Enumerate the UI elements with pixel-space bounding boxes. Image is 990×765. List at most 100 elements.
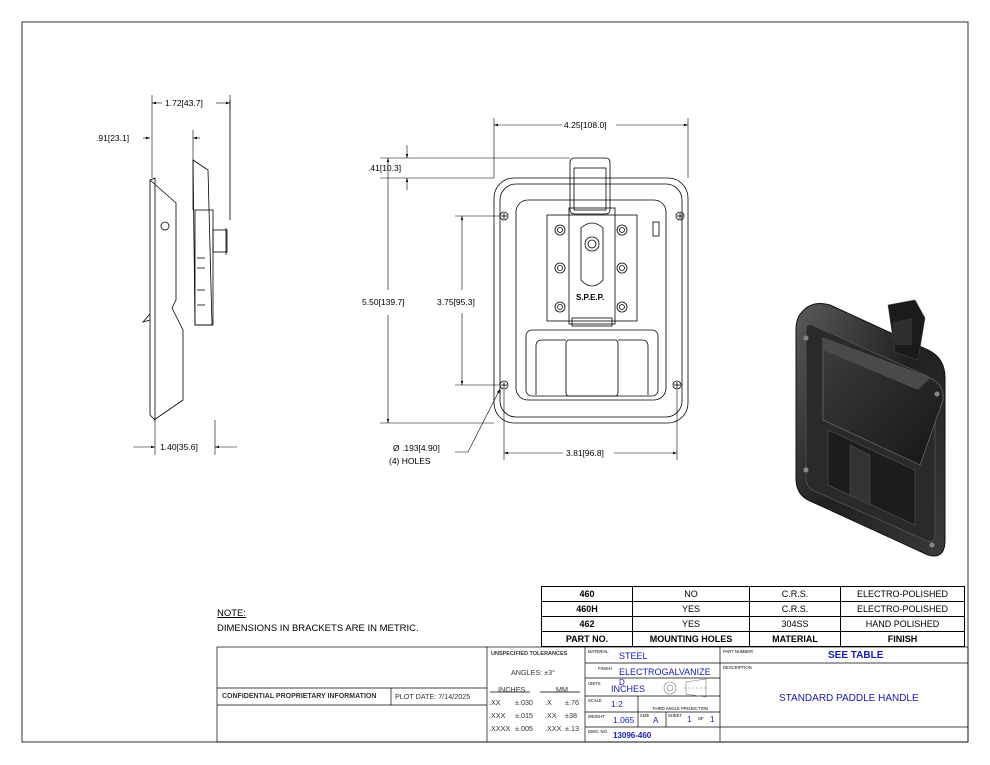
table-cell-part: 460H	[541, 601, 633, 617]
sheet-total-value: 1	[710, 715, 715, 724]
dim-depth-mm: 23.1	[110, 133, 127, 143]
side-view	[141, 100, 231, 421]
dim-hole-width-label: 3.81[96.8]	[566, 448, 604, 458]
weight-value: 1.065	[613, 715, 635, 725]
tol-mm-value: ±.13	[565, 724, 579, 733]
dim-hole-width-in: 3.81	[566, 448, 583, 458]
dim-overall-width-mm: 108.0	[582, 120, 605, 130]
hole-count: (4) HOLES	[389, 456, 431, 466]
table-cell-holes: YES	[632, 616, 750, 632]
size-label: SIZE	[640, 713, 650, 718]
front-view	[493, 157, 689, 424]
tol-mm-value: ±.76	[565, 698, 579, 707]
parts-table: 460 NO C.R.S. ELECTRO-POLISHED 460H YES …	[541, 586, 965, 647]
tol-in-value: ±.015	[515, 711, 533, 720]
finish-value: ELECTROGALVANIZE	[619, 667, 711, 677]
table-cell-finish: HAND POLISHED	[840, 616, 965, 632]
tol-mm: .XX	[545, 711, 557, 720]
dim-hole-height-in: 3.75	[437, 297, 454, 307]
dim-overall-width-in: 4.25	[564, 120, 581, 130]
dim-top-width-label: 1.72[43.7]	[165, 98, 203, 108]
material-value: STEEL	[619, 651, 648, 661]
dim-hole-width-mm: 96.8	[584, 448, 602, 458]
hole-dia-in: .193	[402, 443, 419, 453]
table-header-row: PART NO. MOUNTING HOLES MATERIAL FINISH	[541, 631, 965, 647]
weight-label: WEIGHT	[588, 714, 605, 719]
tol-in: .XX	[489, 698, 501, 707]
units-label: UNITS	[588, 681, 601, 686]
dim-overall-height-mm: 139.7	[380, 297, 403, 307]
projection-label: THIRD ANGLE PROJECTION	[652, 706, 709, 711]
tol-mm: .XXX	[545, 724, 562, 733]
finish-label: FINISH	[598, 666, 612, 671]
brand-stamp: S.P.E.P.	[576, 293, 605, 302]
dim-top-offset-label: .41[10.3]	[368, 163, 402, 173]
table-cell-finish: ELECTRO-POLISHED	[840, 586, 965, 602]
diameter-symbol: Ø	[393, 443, 400, 453]
dwg-no-label: DWG. NO.	[588, 729, 609, 734]
tol-in: .XXX	[489, 711, 506, 720]
third-angle-projection-icon	[663, 678, 708, 698]
table-row: 460 NO C.R.S. ELECTRO-POLISHED	[541, 586, 965, 602]
dim-overall-width-label: 4.25[108.0]	[564, 120, 607, 130]
tolerance-inches-head: INCHES	[498, 685, 526, 694]
header-material: MATERIAL	[749, 631, 841, 647]
hole-dia-mm: 4.90	[420, 443, 438, 453]
part-number-label: PART NUMBER	[723, 649, 754, 654]
dim-top-offset-in: .41	[368, 163, 380, 173]
of-label: OF	[698, 716, 704, 721]
tolerance-row: .XXX ±.015 .XX ±38	[489, 711, 577, 720]
side-view-dimensions	[133, 95, 237, 455]
tolerance-row: .XX±.030.X±.76	[489, 698, 579, 707]
scale-label: SCALE	[588, 698, 602, 703]
tolerance-row: .XXXX±.005.XXX±.13	[489, 724, 579, 733]
description-value: STANDARD PADDLE HANDLE	[779, 693, 919, 704]
scale-value: 1:2	[611, 699, 623, 709]
table-cell-material: C.R.S.	[749, 601, 841, 617]
plot-date: PLOT DATE: 7/14/2025	[395, 692, 470, 701]
dim-top-offset-mm: 10.3	[382, 163, 399, 173]
dim-top-width-mm: 43.7	[183, 98, 201, 108]
table-cell-holes: YES	[632, 601, 750, 617]
tol-in-value: ±.030	[515, 698, 533, 707]
note-text: DIMENSIONS IN BRACKETS ARE IN METRIC.	[217, 623, 419, 634]
units-value: INCHES	[611, 684, 646, 694]
isometric-view	[795, 299, 946, 557]
table-row: 462 YES 304SS HAND POLISHED	[541, 616, 965, 632]
dim-bottom-width-in: 1.40	[160, 442, 177, 452]
sheet-label: SHEET	[668, 713, 682, 718]
hole-callout: Ø .193[4.90]	[393, 443, 440, 453]
dim-depth-in: .91	[96, 133, 108, 143]
note-heading: NOTE:	[217, 608, 247, 619]
dim-depth-label: .91[23.1]	[96, 133, 130, 143]
dim-bottom-width-mm: 35.6	[178, 442, 196, 452]
sheet-value: 1	[687, 715, 692, 724]
finish-suffix: D	[619, 678, 625, 687]
confidential-label: CONFIDENTIAL PROPRIETARY INFORMATION	[222, 693, 377, 700]
dim-hole-height-mm: 95.3	[455, 297, 473, 307]
tol-in: .XXXX	[489, 724, 511, 733]
header-part-no: PART NO.	[541, 631, 633, 647]
tolerance-angles: ANGLES: ±3°	[511, 668, 555, 677]
table-cell-part: 462	[541, 616, 633, 632]
material-label: MATERIAL	[588, 649, 609, 654]
tolerances-title: UNSPECIFIED TOLERANCES	[491, 651, 568, 657]
plot-date-label: PLOT DATE:	[395, 692, 437, 701]
header-finish: FINISH	[840, 631, 965, 647]
dim-bottom-width-label: 1.40[35.6]	[160, 442, 198, 452]
screw-heads	[554, 224, 628, 313]
plot-date-value: 7/14/2025	[438, 692, 471, 701]
table-cell-material: C.R.S.	[749, 586, 841, 602]
dim-top-width-in: 1.72	[165, 98, 182, 108]
table-cell-material: 304SS	[749, 616, 841, 632]
table-cell-finish: ELECTRO-POLISHED	[840, 601, 965, 617]
table-cell-holes: NO	[632, 586, 750, 602]
table-cell-part: 460	[541, 586, 633, 602]
size-value: A	[653, 716, 659, 725]
dim-overall-height-in: 5.50	[362, 297, 379, 307]
header-mounting-holes: MOUNTING HOLES	[632, 631, 750, 647]
tolerance-mm-head: MM	[556, 685, 568, 694]
tol-mm-value: ±38	[565, 711, 577, 720]
front-view-dimensions	[380, 118, 689, 460]
